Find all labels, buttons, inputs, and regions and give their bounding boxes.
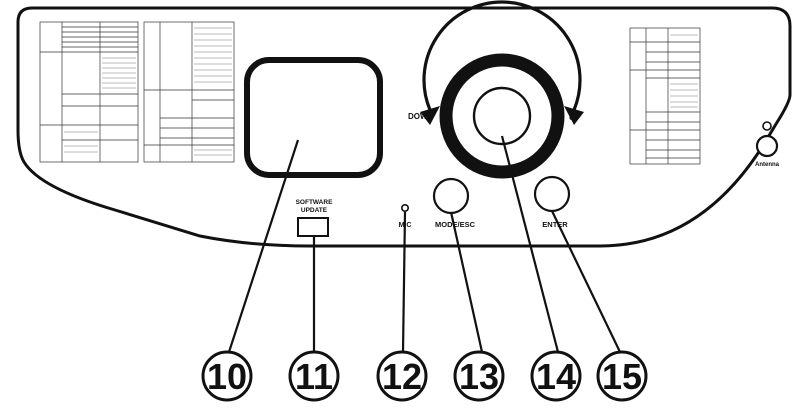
up-label: UP [569, 113, 581, 122]
rotation-arrowhead-left-icon [420, 106, 440, 125]
software-update-label-line1: SOFTWARE [296, 199, 333, 206]
callout-11: 11 [288, 350, 340, 402]
callout-10: 10 [201, 350, 253, 402]
software-update-label-line2: UPDATE [301, 207, 328, 214]
svg-text:13: 13 [459, 356, 499, 397]
middle-menu-rows [194, 27, 232, 156]
right-menu-table [629, 27, 701, 165]
svg-text:15: 15 [602, 356, 642, 397]
callout-15: 15 [596, 350, 648, 402]
svg-text:12: 12 [382, 356, 422, 397]
antenna-indicator-hole [762, 121, 772, 131]
middle-menu-table [143, 21, 235, 163]
svg-text:10: 10 [207, 356, 247, 397]
leader-line-13 [449, 211, 484, 353]
callout-12: 12 [376, 350, 428, 402]
leader-line-15 [551, 210, 621, 353]
mode-esc-label: MODE/ESC [435, 220, 476, 229]
svg-text:14: 14 [536, 356, 576, 397]
rotation-arrow-arc [422, 0, 582, 111]
down-label: DOWN [408, 112, 434, 121]
antenna-label: Antenna [755, 162, 780, 168]
mode-esc-button[interactable] [432, 177, 470, 215]
left-menu-table [39, 21, 139, 163]
enter-button[interactable] [533, 175, 571, 213]
right-menu-rows [670, 34, 698, 108]
leader-line-12 [401, 211, 407, 353]
left-menu-rows [64, 57, 136, 153]
svg-text:11: 11 [295, 356, 333, 397]
leader-line-10 [227, 139, 300, 353]
callout-13: 13 [453, 350, 505, 402]
leader-line-14 [500, 135, 560, 353]
enter-label: ENTER [542, 220, 568, 229]
antenna-connector[interactable] [755, 134, 779, 158]
callout-14: 14 [530, 350, 582, 402]
display-screen [244, 57, 383, 178]
front-panel-outline [16, 6, 792, 248]
software-update-button[interactable] [297, 217, 329, 237]
rotary-knob-center[interactable] [472, 86, 532, 146]
mic-hole [400, 204, 409, 213]
rotary-knob-outer-ring[interactable] [439, 53, 565, 179]
rotation-arrowhead-right-icon [564, 106, 584, 125]
leader-lines [227, 135, 621, 353]
